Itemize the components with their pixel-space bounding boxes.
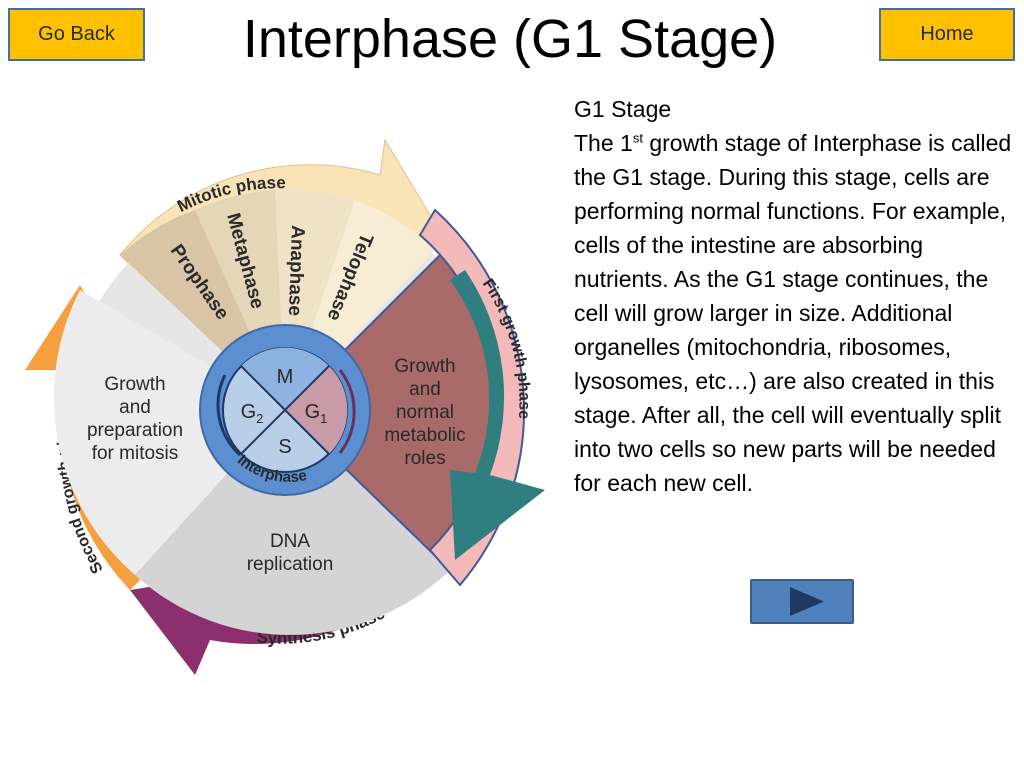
g2-description: Growth and preparation for mitosis [87, 374, 183, 464]
play-arrow-icon [790, 587, 824, 616]
svg-text:Growth: Growth [104, 374, 165, 395]
g1-label: G1 [305, 401, 328, 426]
svg-text:preparation: preparation [87, 420, 183, 441]
m-label: M [277, 366, 294, 388]
home-button[interactable]: Home [879, 8, 1015, 61]
cell-cycle-diagram: Second growth phase Synthesis phase Mito… [25, 138, 545, 675]
svg-text:replication: replication [247, 554, 334, 575]
svg-text:and: and [119, 397, 151, 418]
page-title: Interphase (G1 Stage) [242, 9, 778, 69]
interphase-inner-arrow [216, 374, 242, 457]
s-sector [135, 410, 455, 635]
svg-text:DNA: DNA [270, 531, 310, 552]
g1-description: Growth and normal metabolic roles [384, 356, 465, 469]
g1-quadrant [285, 366, 348, 454]
s-description: DNA replication [247, 531, 334, 575]
description-paragraph: The 1st growth stage of Interphase is ca… [574, 130, 1012, 496]
g2-sector [53, 290, 286, 575]
anaphase-label: Anaphase [284, 225, 308, 316]
svg-text:and: and [409, 379, 441, 400]
m-quadrant [241, 347, 329, 410]
next-slide-button[interactable] [750, 579, 854, 624]
section-heading: G1 Stage [574, 96, 672, 122]
g2-label: G2 [241, 401, 264, 426]
svg-text:for mitosis: for mitosis [92, 443, 179, 464]
g1-inner-arrow [338, 369, 356, 454]
synthesis-phase-arrow [130, 530, 450, 675]
s-label: S [278, 436, 291, 458]
go-back-button[interactable]: Go Back [8, 8, 145, 61]
svg-text:roles: roles [404, 448, 445, 469]
first-growth-phase-arrow [450, 270, 545, 560]
g1-stage-description: G1 Stage The 1st growth stage of Interph… [574, 92, 1014, 500]
svg-text:metabolic: metabolic [384, 425, 465, 446]
svg-text:normal: normal [396, 402, 454, 423]
svg-text:Growth: Growth [394, 356, 455, 377]
